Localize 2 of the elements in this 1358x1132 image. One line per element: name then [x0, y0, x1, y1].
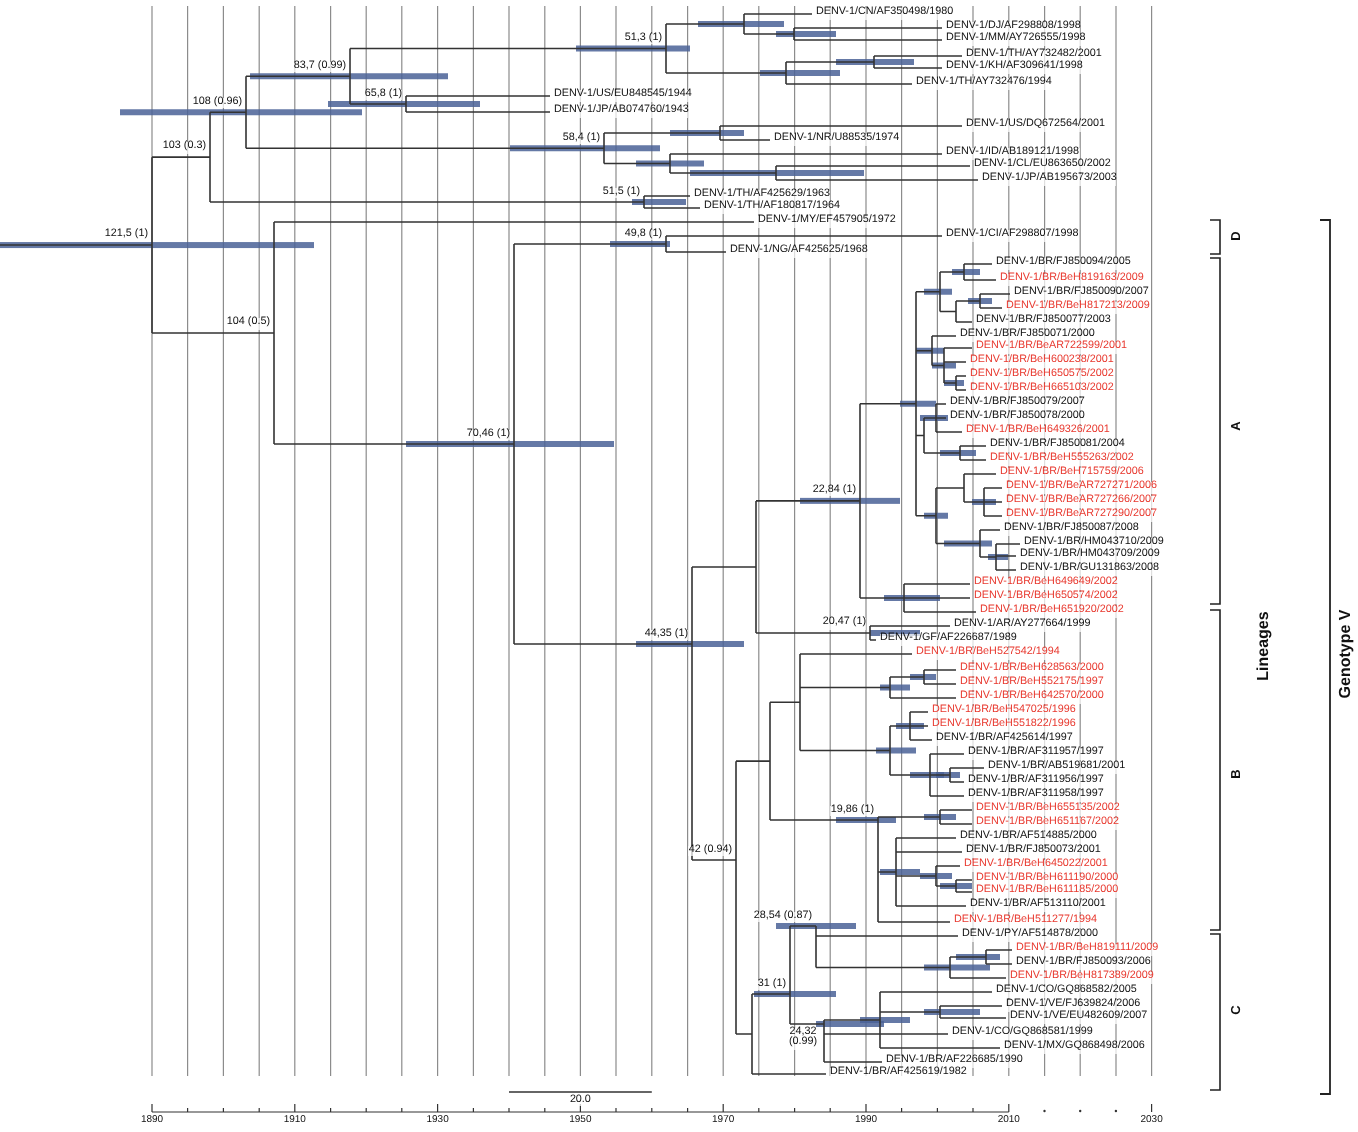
bracket-label: Lineages	[1256, 611, 1272, 681]
bracket-label: Genotype V	[1338, 609, 1354, 699]
